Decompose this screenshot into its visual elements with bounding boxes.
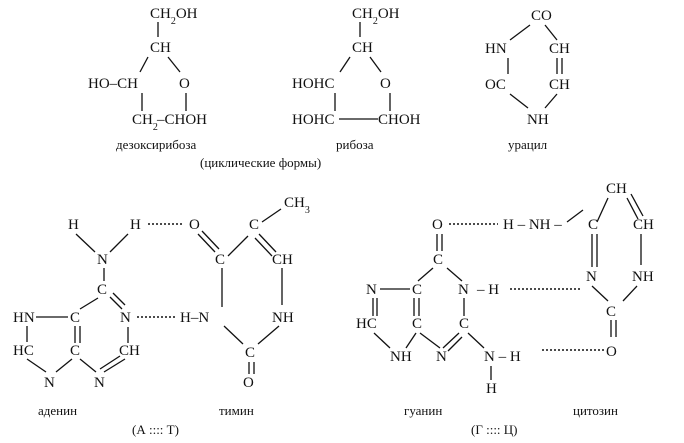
ribose-hohc-top: HOHC (292, 76, 335, 92)
uracil-co: CO (531, 8, 552, 24)
ribose-ch2oh: CH2OH (352, 6, 400, 27)
caption-thymine: тимин (219, 403, 254, 418)
guanine-structure: O C C N – H N HC C C NH N N – H H гуанин (356, 217, 521, 418)
ribose-structure: CH2OH CH HOHC O HOHC CHOH рибоза (292, 6, 421, 152)
caption-uracil: урацил (508, 137, 548, 152)
ribose-choh: CHOH (378, 112, 421, 128)
deoxyribose-ch2oh: CH2OH (150, 6, 198, 27)
caption-ribose: рибоза (336, 137, 374, 152)
thymine-ch6: CH (272, 252, 293, 268)
guanine-c2: C (459, 316, 469, 332)
adenine-n3: N (94, 375, 105, 391)
guanine-hc8: HC (356, 316, 377, 332)
thymine-structure: O CH3 C C CH H–N NH C O тимин (180, 195, 310, 418)
adenine-n9: N (44, 375, 55, 391)
adenine-c4: C (70, 343, 80, 359)
thymine-nh1: NH (272, 310, 294, 326)
deoxyribose-o: O (179, 76, 190, 92)
deoxyribose-choh: –CHOH (156, 112, 207, 128)
guanine-nh9: NH (390, 349, 412, 365)
guanine-c4: C (412, 316, 422, 332)
thymine-h-n3: H–N (180, 310, 209, 326)
deoxyribose-ch: CH (150, 40, 171, 56)
caption-cyclic-forms: (циклические формы) (200, 155, 321, 170)
guanine-c5: C (412, 282, 422, 298)
cytosine-n3: N (586, 269, 597, 285)
adenine-h1: H (68, 217, 79, 233)
caption-pair-gc: (Г :::: Ц) (471, 422, 518, 437)
cytosine-c4: C (588, 217, 598, 233)
adenine-n1: N (120, 310, 131, 326)
guanine-c6: C (433, 252, 443, 268)
guanine-n3: N (436, 349, 447, 365)
cytosine-nh1: NH (632, 269, 654, 285)
ribose-ch: CH (352, 40, 373, 56)
cytosine-structure: H – NH – C CH CH N NH C O цитозин (503, 181, 654, 418)
cytosine-o: O (606, 344, 617, 360)
adenine-n-amino: N (97, 252, 108, 268)
thymine-o-top: O (189, 217, 200, 233)
deoxyribose-ho-ch: HO–CH (88, 76, 138, 92)
guanine-n-amino: N – H (484, 349, 521, 365)
cytosine-c2: C (606, 304, 616, 320)
uracil-nh: NH (527, 112, 549, 128)
uracil-structure: CO HN CH OC CH NH урацил (485, 8, 570, 152)
adenine-hn: HN (13, 310, 35, 326)
guanine-n7: N (366, 282, 377, 298)
uracil-ch-top: CH (549, 41, 570, 57)
caption-guanine: гуанин (404, 403, 442, 418)
cytosine-ch5: CH (606, 181, 627, 197)
thymine-o-bottom: O (243, 375, 254, 391)
adenine-ch: CH (119, 343, 140, 359)
ribose-hohc-bottom: HOHC (292, 112, 335, 128)
guanine-h-amino: H (486, 381, 497, 397)
deoxyribose-structure: CH2OH CH HO–CH O CH2 –CHOH дезоксирибоза (88, 6, 207, 152)
deoxyribose-ch2: CH2 (132, 112, 158, 133)
guanine-n1: N (458, 282, 469, 298)
adenine-h2: H (130, 217, 141, 233)
adenine-hc: HC (13, 343, 34, 359)
uracil-oc: OC (485, 77, 506, 93)
uracil-ch-bottom: CH (549, 77, 570, 93)
thymine-c4: C (215, 252, 225, 268)
caption-adenine: аденин (38, 403, 77, 418)
thymine-ch3: CH3 (284, 195, 310, 216)
thymine-c2: C (245, 345, 255, 361)
ribose-o: O (380, 76, 391, 92)
cytosine-ch6: CH (633, 217, 654, 233)
uracil-hn: HN (485, 41, 507, 57)
adenine-structure: H H N C C N HN HC C CH N N аденин (13, 217, 141, 418)
thymine-c5: C (249, 217, 259, 233)
cytosine-h-nh: H – NH – (503, 217, 562, 233)
caption-pair-at: (А :::: Т) (132, 422, 179, 437)
adenine-c6: C (97, 282, 107, 298)
guanine-o: O (432, 217, 443, 233)
adenine-c5: C (70, 310, 80, 326)
guanine-h-n1: – H (476, 282, 499, 298)
caption-cytosine: цитозин (573, 403, 618, 418)
caption-deoxyribose: дезоксирибоза (116, 137, 197, 152)
